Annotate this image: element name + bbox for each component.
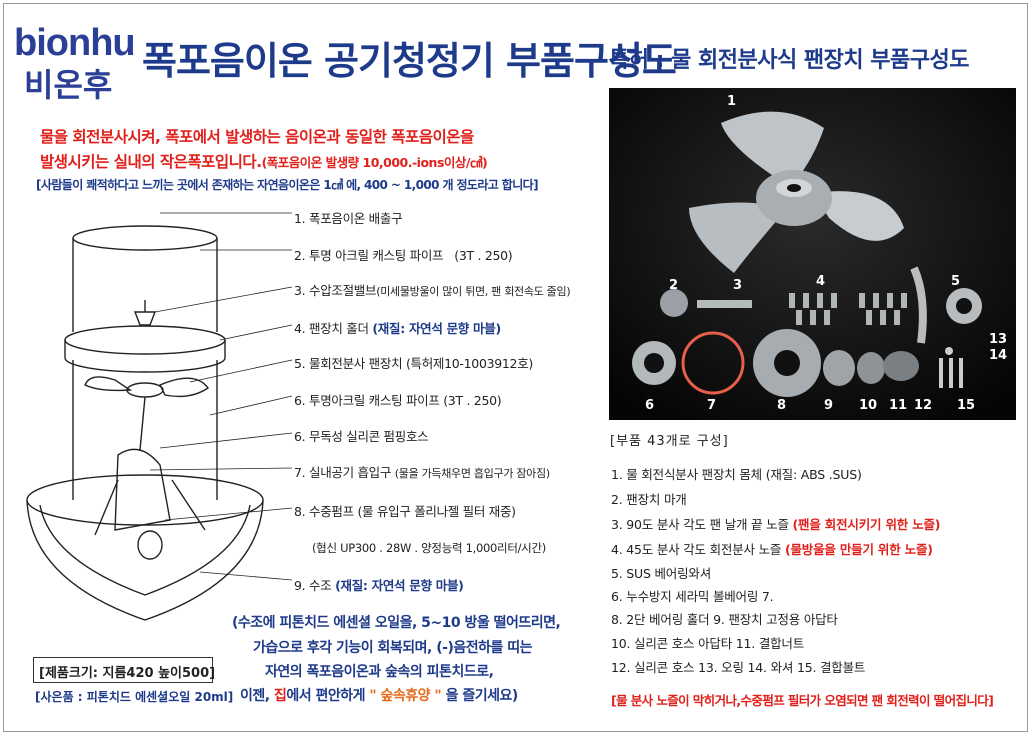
photo-number-1: 1: [727, 94, 737, 109]
logo-korean: 비온후: [24, 66, 113, 104]
label-pipe-top: 2. 투명 아크릴 캐스팅 파이프 (3T . 250): [294, 248, 513, 263]
photo-number-4: 4: [816, 274, 826, 289]
label-air-intake: 7. 실내공기 흡입구 (물을 가득채우면 흡입구가 잠아짐): [294, 465, 550, 480]
photo-number-6: 6: [645, 398, 655, 413]
valve-shape: [133, 311, 157, 326]
photo-number-10: 10: [859, 398, 878, 413]
label-fan-holder: 4. 팬장치 홀더 (재질: 자연석 문향 마블): [294, 321, 501, 336]
part-item: 12. 실리콘 호스 13. 오링 14. 와셔 15. 결합볼트: [611, 660, 866, 675]
part-item: 1. 물 회전식분사 팬장치 몸체 (재질: ABS .SUS): [611, 467, 862, 482]
patent-title: 특허 : 물 회전분사식 팬장치 부품구성도: [609, 48, 969, 73]
photo-number-11: 11: [889, 398, 908, 413]
label-water-tank: 9. 수조 (재질: 자연석 문향 마블): [294, 578, 464, 593]
parts-photo: 1 2 3 4 5 6 7 8 9 10 11 12 13 14 15: [609, 88, 1016, 420]
product-diagram: [26, 212, 293, 621]
photo-number-12: 12: [914, 398, 933, 413]
photo-number-8: 8: [777, 398, 787, 413]
part-item: 4. 45도 분사 각도 회전분사 노즐 (물방울을 만들기 위한 노즐): [611, 542, 933, 557]
part-item: 3. 90도 분사 각도 팬 날개 끝 노즐 (팬을 회전시키기 위한 노즐): [611, 517, 941, 532]
bowl-rim: [26, 474, 264, 526]
photo-number-15: 15: [957, 398, 976, 413]
part-item: 10. 실리콘 호스 아답타 11. 결합너트: [611, 636, 805, 651]
photo-number-13: 13: [989, 332, 1008, 347]
intro-line-2-main: 발생시키는 실내의 작은폭포입니다.: [40, 153, 262, 171]
part-item: 8. 2단 베어링 홀더 9. 팬장치 고정용 아답타: [611, 612, 838, 627]
photo-number-2: 2: [669, 278, 679, 293]
label-fan-device: 5. 물회전분사 팬장치 (특허제10-1003912호): [294, 356, 533, 371]
label-hose: 6. 무독성 실리콘 펌핑호스: [294, 429, 429, 444]
parts-photo-illustration: [609, 88, 1016, 420]
bottom-text-4: 이젠, 집에서 편안하게 " 숲속휴양 " 을 즐기세요): [240, 688, 518, 704]
parts-header: [부품 43개로 구성]: [610, 434, 729, 449]
part-item: 2. 팬장치 마개: [611, 492, 687, 507]
photo-number-3: 3: [733, 278, 743, 293]
outlet-rim: [72, 225, 218, 251]
fan-holder: [64, 325, 226, 355]
label-pipe-bottom: 6. 투명아크릴 캐스팅 파이프 (3T . 250): [294, 393, 502, 408]
photo-number-14: 14: [989, 348, 1008, 363]
photo-number-7: 7: [707, 398, 717, 413]
intro-line-3: [사람들이 쾌적하다고 느끼는 곳에서 존재하는 자연음이온은 1㎤ 에, 40…: [36, 178, 539, 192]
bottom-text-1: (수조에 피톤치드 에센셜 오일을, 5~10 방울 떨어뜨리면,: [232, 615, 561, 631]
label-valve: 3. 수압조절밸브(미세물방울이 많이 튀면, 팬 회전속도 줄임): [294, 283, 571, 298]
logo-english: bionhu: [14, 22, 136, 64]
warning-note: [물 분사 노즐이 막히거나,수중펌프 필터가 오염되면 팬 회전력이 떨어집니…: [611, 693, 994, 708]
photo-number-9: 9: [824, 398, 834, 413]
part-item: 6. 누수방지 세라믹 볼베어링 7.: [611, 589, 774, 604]
label-outlet: 1. 폭포음이온 배출구: [294, 211, 403, 226]
bottom-text-3: 자연의 폭포음이온과 숲속의 피톤치드로,: [265, 664, 494, 680]
page-title: 폭포음이온 공기청정기 부품구성도: [142, 39, 677, 83]
product-size-box: [제품크기: 지름420 높이500]: [33, 657, 215, 683]
intro-line-1: 물을 회전분사시켜, 폭포에서 발생하는 음이온과 동일한 폭포음이온을: [40, 128, 474, 146]
intro-line-2-small: (폭포음이온 발생량 10,000.-ions이상/㎤): [261, 155, 488, 170]
part-item: 5. SUS 베어링와셔: [611, 566, 711, 581]
label-pump-spec: (협신 UP300 . 28W . 양정능력 1,000리터/시간): [312, 541, 546, 555]
gift-note: [사은품 : 피톤치드 에센셜오일 20ml]: [35, 690, 234, 704]
page-frame: [3, 3, 1028, 732]
bottom-text-2: 가습으로 후각 기능이 회복되며, (-)음전하를 띠는: [253, 640, 533, 656]
photo-number-5: 5: [951, 274, 961, 289]
intro-line-2: 발생시키는 실내의 작은폭포입니다.(폭포음이온 발생량 10,000.-ion…: [40, 150, 488, 172]
label-pump: 8. 수중펌프 (물 유입구 폴리나젤 필터 재중): [294, 504, 516, 519]
